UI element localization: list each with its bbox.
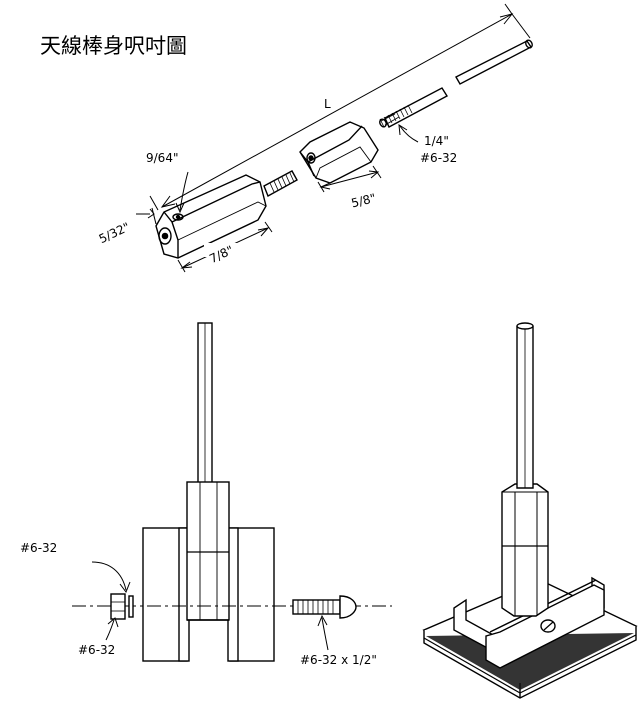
length-dimension bbox=[149, 3, 531, 211]
exploded-view bbox=[136, 3, 533, 273]
nut-leader-bottom bbox=[105, 619, 115, 641]
screw bbox=[292, 595, 357, 619]
short-hex-coupler bbox=[299, 121, 379, 184]
label-nut-top: #6-32 bbox=[20, 541, 57, 555]
label-nine-64ths: 9/64" bbox=[146, 151, 178, 165]
threaded-rod bbox=[379, 87, 448, 128]
dim-one-quarter-leader bbox=[398, 124, 419, 143]
diagram-title: 天線棒身呎吋圖 bbox=[40, 34, 187, 58]
label-screw-size-top: #6-32 bbox=[420, 151, 457, 165]
dim-seven-eighths bbox=[177, 221, 273, 273]
dim-nine-64ths-leader bbox=[175, 171, 189, 214]
long-hex-body bbox=[155, 170, 298, 259]
label-five-eighths: 5/8" bbox=[350, 191, 377, 211]
nut-leader-top bbox=[91, 561, 127, 591]
label-five-32nds: 5/32" bbox=[97, 220, 132, 246]
nut bbox=[110, 593, 126, 620]
label-length: L bbox=[324, 97, 331, 111]
label-screw-size-bottom: #6-32 x 1/2" bbox=[300, 653, 377, 667]
washer bbox=[128, 595, 134, 618]
label-one-quarter: 1/4" bbox=[424, 134, 449, 148]
front-view bbox=[72, 322, 392, 662]
dim-five-eighths bbox=[317, 165, 382, 193]
label-nut-bottom: #6-32 bbox=[78, 643, 115, 657]
dim-five-32nds bbox=[136, 207, 157, 225]
long-rod bbox=[455, 39, 533, 85]
front-hex-coupler bbox=[186, 481, 230, 621]
screw-leader bbox=[321, 617, 329, 651]
perspective-hex-coupler bbox=[501, 483, 549, 617]
perspective-view bbox=[422, 322, 638, 699]
